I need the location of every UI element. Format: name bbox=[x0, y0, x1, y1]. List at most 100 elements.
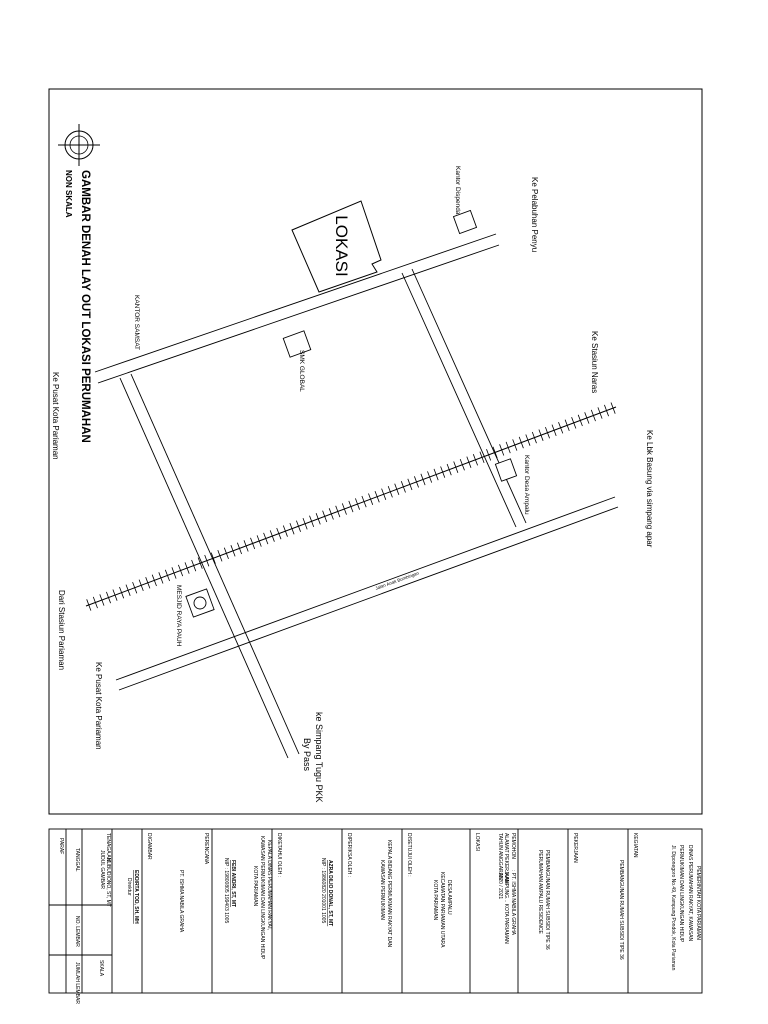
direction-simpang-tugu: ke Simpang Tugu PKK bbox=[314, 712, 324, 803]
rail-tie bbox=[584, 412, 590, 424]
skala-label: SKALA bbox=[98, 960, 104, 977]
rail-tie bbox=[223, 547, 229, 560]
rail-tie bbox=[571, 417, 577, 429]
rail-tie bbox=[610, 402, 616, 414]
rail-tie bbox=[99, 594, 105, 606]
direction-pelabuhan: Ke Pelabuhan Penyu bbox=[530, 177, 539, 252]
rail-tie bbox=[381, 488, 387, 500]
rail-tie bbox=[112, 589, 118, 601]
judul-label: JUDUL GAMBAR bbox=[99, 850, 105, 889]
rail-tie bbox=[92, 596, 98, 609]
rail-tie bbox=[604, 404, 609, 417]
digambar-role: Direktur bbox=[126, 878, 132, 896]
rail-tie bbox=[446, 463, 452, 476]
road-west-line-a bbox=[119, 377, 289, 759]
rail-tie bbox=[525, 434, 531, 446]
map-subtitle: NON SKALA bbox=[64, 170, 73, 218]
rail-tie bbox=[191, 559, 197, 572]
rail-tie bbox=[106, 591, 111, 604]
road-north-line-a bbox=[94, 233, 497, 373]
rail-tie bbox=[184, 562, 190, 574]
rail-tie bbox=[433, 468, 439, 481]
rail-tie bbox=[407, 478, 413, 491]
kantor-dispenda-building bbox=[452, 209, 478, 235]
road-east-line-b bbox=[411, 268, 527, 524]
masjid-building bbox=[185, 588, 215, 618]
instansi-line-1: PEMERINTAH KOTA PARIAMAN bbox=[695, 866, 701, 940]
rail-tie bbox=[132, 581, 138, 594]
rail-tie bbox=[499, 444, 505, 456]
diketahui-line-3: KOTA PARIAMAN bbox=[252, 866, 258, 906]
rail-tie bbox=[414, 476, 419, 488]
paraf-label: PARAF bbox=[58, 838, 64, 854]
instansi-line-4: Jl. Diponegoro No.49, Kampung Pondok, Ko… bbox=[670, 845, 676, 971]
rail-tie bbox=[119, 586, 125, 599]
road-south-line-b bbox=[118, 506, 619, 691]
rail-tie bbox=[518, 436, 524, 449]
rail-tie bbox=[466, 456, 472, 468]
disetujui-line-2: KAWASAN PERMUKIMAN bbox=[379, 860, 385, 920]
rail-tie bbox=[394, 483, 400, 496]
instansi-line-3: PERMUKIMAN DAN LINGKUNGAN HIDUP bbox=[678, 845, 684, 943]
road-west-line-b bbox=[130, 373, 300, 755]
rail-tie bbox=[269, 530, 275, 542]
rail-tie bbox=[368, 493, 374, 505]
rail-tie bbox=[545, 426, 550, 439]
rail-tie bbox=[505, 441, 511, 454]
rail-tie bbox=[125, 584, 131, 596]
tenaga-value: M. BUDIONO, ST, MT bbox=[105, 858, 111, 907]
smk-global-label: SMK GLOBAL bbox=[298, 350, 305, 392]
diperiksa-name: AZRA DILIO DONAL, ST, MT bbox=[327, 860, 333, 926]
masjid-label: MESJID RAYA PAUH bbox=[175, 585, 182, 647]
kepala-name: FEBI ANDRI, ST, MT bbox=[230, 860, 236, 907]
road-east-line-a bbox=[401, 272, 517, 528]
rail-tie bbox=[197, 557, 203, 569]
lokasi-parcel bbox=[291, 200, 382, 293]
diketahui-line-2: KAWASAN PERMUKIMAN DAN LINGKUNGAN HIDUP bbox=[259, 836, 265, 960]
rail-tie bbox=[348, 500, 354, 513]
instansi-line-2: DINAS PERUMAHAN RAKYAT, KAWASAN bbox=[687, 845, 693, 942]
rail-tie bbox=[204, 554, 210, 567]
rail-tie bbox=[302, 517, 308, 530]
rail-tie bbox=[276, 527, 282, 540]
north-arrow-icon bbox=[58, 124, 100, 166]
kantor-desa-label: Kantor Desa Ampalu bbox=[523, 455, 530, 515]
rail-tie bbox=[551, 424, 557, 437]
rail-tie bbox=[178, 564, 184, 577]
rail-tie bbox=[151, 574, 157, 587]
lokasi-label: LOKASI bbox=[332, 215, 351, 276]
rail-tie bbox=[210, 552, 216, 564]
rail-tie bbox=[459, 458, 465, 471]
map-frame bbox=[48, 88, 703, 815]
rail-tie bbox=[328, 508, 334, 520]
rail-tie bbox=[171, 567, 177, 579]
rail-tie bbox=[250, 537, 256, 550]
tahun-value: : 2020 / 2021 bbox=[497, 870, 503, 899]
pemohon-label: PEMOHON bbox=[510, 833, 516, 859]
lokasi-line-2: KECAMATAN PARIAMAN UTARA bbox=[439, 872, 445, 948]
kepala-nip: NIP : 19800805 199403 1005 bbox=[223, 858, 229, 923]
direction-pusat-kota-bottom: Ke Pusat Kota Pariaman bbox=[94, 662, 103, 750]
rail-tie bbox=[158, 572, 164, 584]
rail-tie bbox=[597, 407, 603, 419]
jumlah-lembar-label: JUMLAH LEMBAR bbox=[74, 962, 80, 1004]
kegiatan-label: KEGIATAN bbox=[632, 833, 638, 858]
rail-tie bbox=[577, 414, 583, 427]
rail-tie bbox=[263, 532, 269, 545]
rail-tie bbox=[282, 525, 288, 537]
kegiatan-value: PEMBANGUNAN RUMAH SUBSIDI TIPE 36 bbox=[618, 860, 624, 960]
lokasi-line-1: DESA AMPALU bbox=[446, 880, 452, 915]
diperiksa-label: DIPERIKSA OLEH : bbox=[346, 833, 352, 877]
smk-global-building bbox=[282, 330, 312, 358]
pekerjaan-label: PEKERJAAN bbox=[572, 833, 578, 863]
rail-tie bbox=[590, 409, 596, 422]
rail-tie bbox=[237, 542, 242, 555]
rail-tie bbox=[440, 466, 446, 478]
road-south-line-a bbox=[115, 496, 616, 681]
direction-dari-stasiun: Dari Stasiun Pariaman bbox=[57, 590, 66, 670]
road-north-line-b bbox=[97, 244, 500, 384]
rail-tie bbox=[138, 579, 144, 592]
rail-tie bbox=[355, 498, 360, 510]
